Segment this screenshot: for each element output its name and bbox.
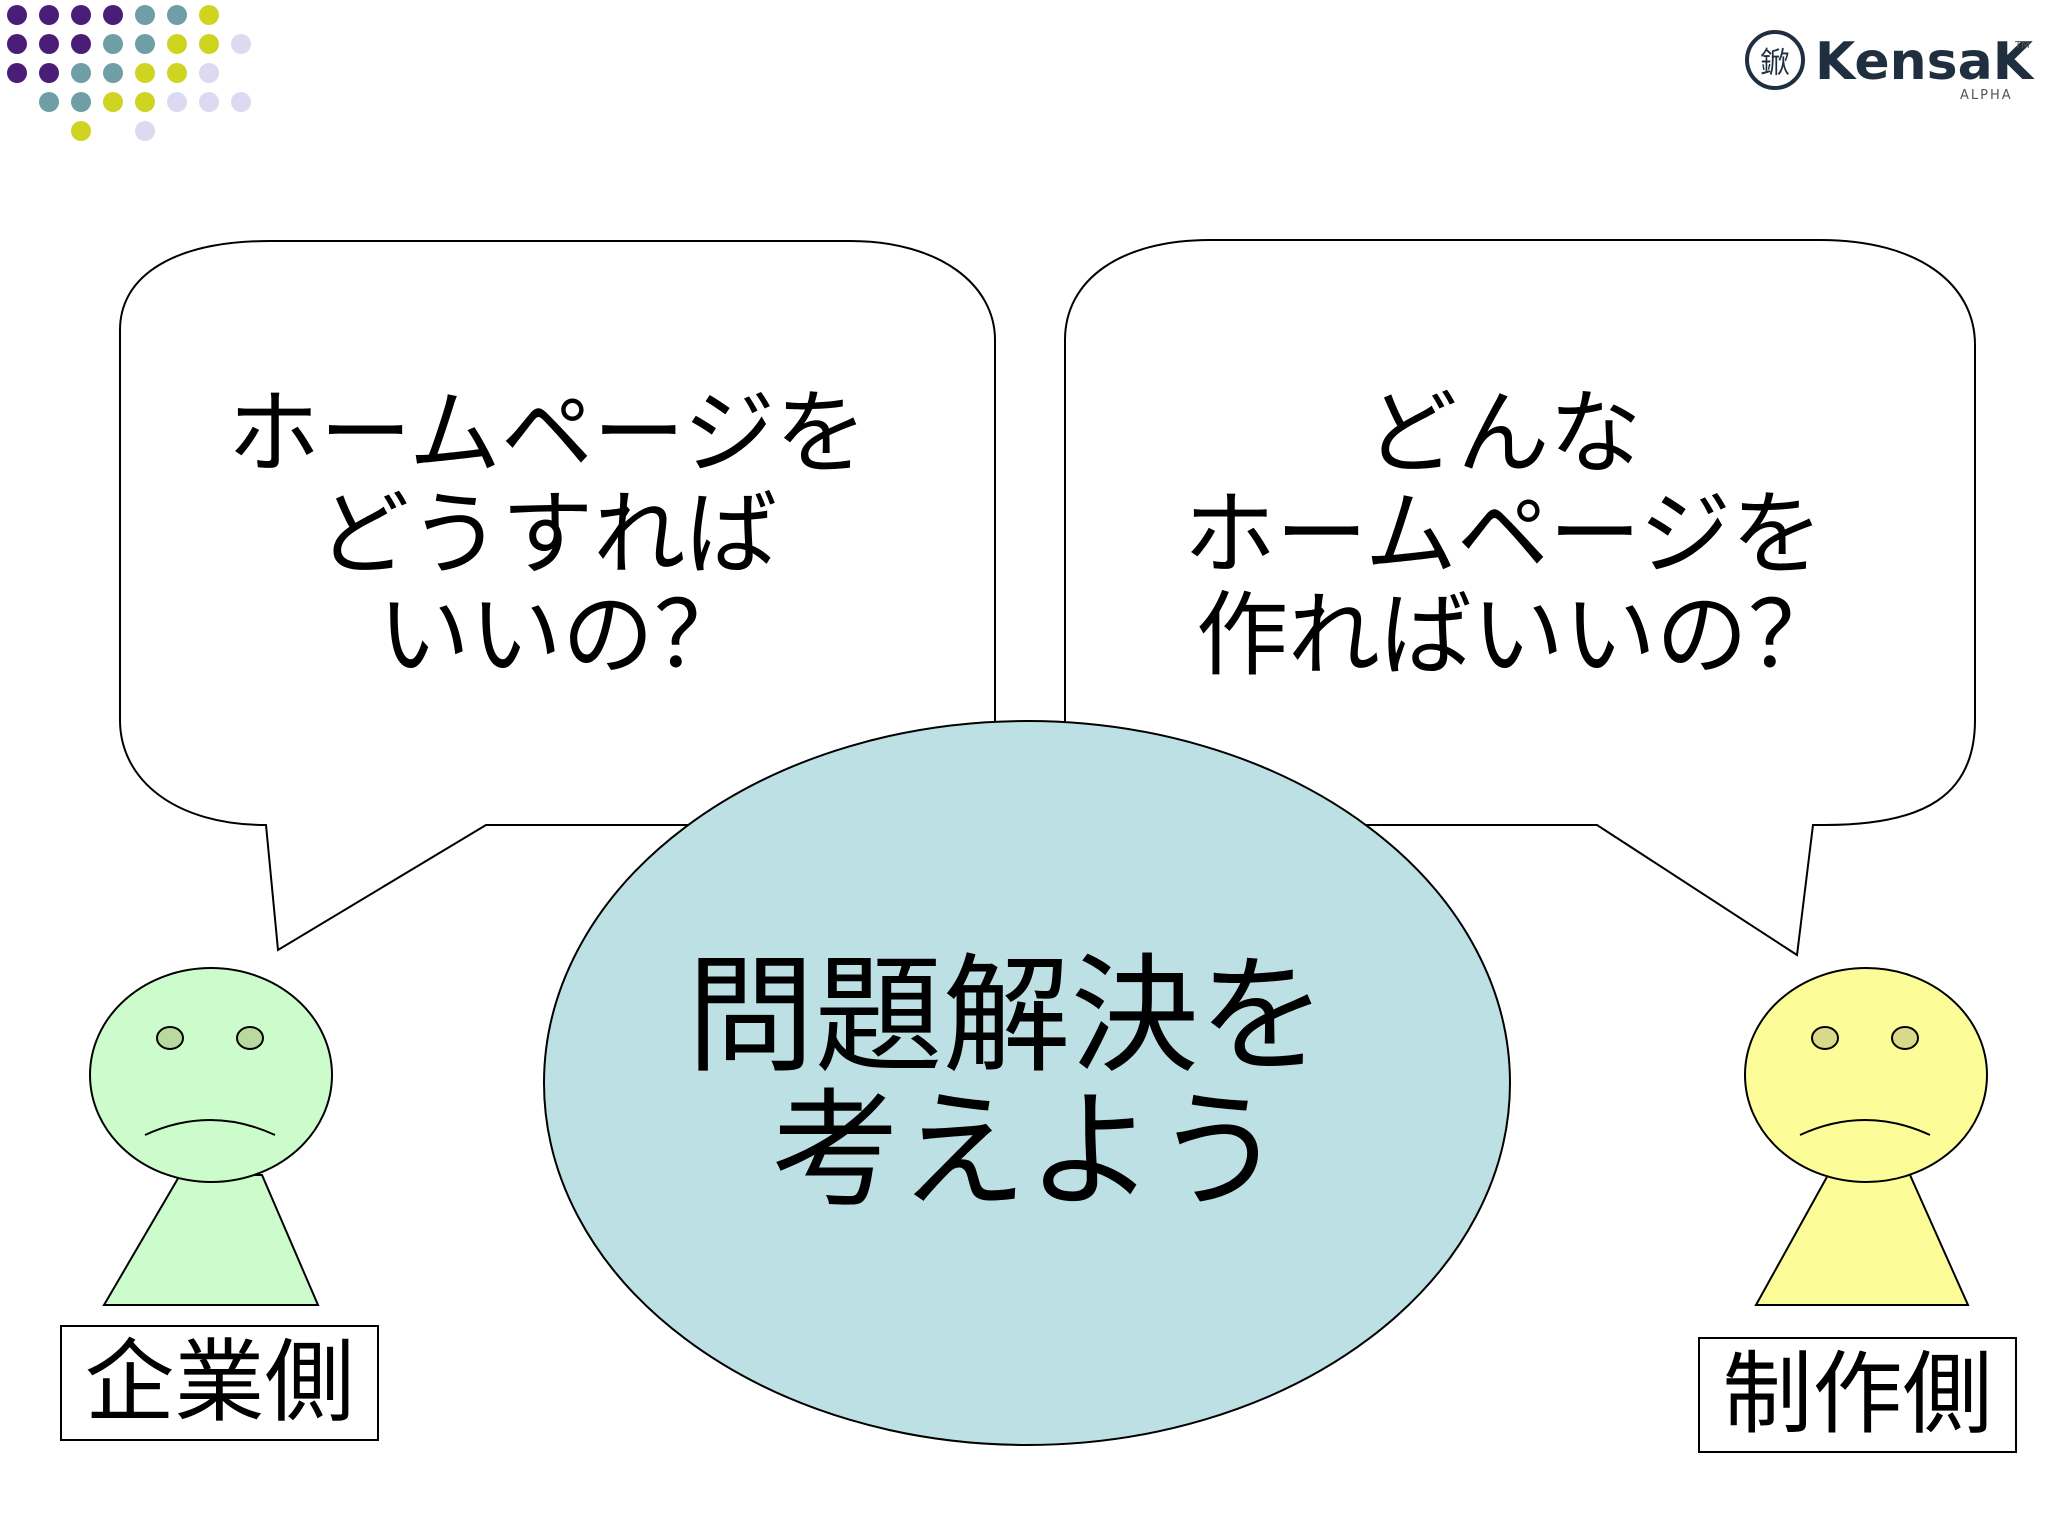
decorative-dot: [71, 121, 91, 141]
right-character-mouth: [1799, 1119, 1931, 1136]
decorative-dot: [199, 5, 219, 25]
decorative-dot: [71, 5, 91, 25]
decorative-dot: [135, 63, 155, 83]
logo-seal-icon: 鍁: [1745, 30, 1805, 90]
center-text: 問題解決を 考えよう: [687, 942, 1368, 1226]
decorative-dot: [103, 5, 123, 25]
left-bubble-line: ホームページを: [228, 380, 867, 487]
decorative-dot: [71, 63, 91, 83]
left-character-eye: [236, 1026, 264, 1050]
decorative-dot: [167, 63, 187, 83]
decorative-dot: [103, 63, 123, 83]
left-character-head: [89, 967, 333, 1183]
decorative-dot: [167, 92, 187, 112]
decorative-dot: [103, 34, 123, 54]
left-bubble-line: いいの？: [378, 582, 746, 689]
decorative-dot: [135, 92, 155, 112]
decorative-dot: [231, 92, 251, 112]
logo-edition: ALPHA: [1960, 88, 2013, 103]
decorative-dot: [167, 5, 187, 25]
center-line: 問題解決を: [687, 942, 1327, 1091]
right-bubble-line: ホームページを: [1184, 481, 1823, 588]
decorative-dot: [39, 34, 59, 54]
decorative-dot: [135, 121, 155, 141]
logo-name: KensaK: [1815, 32, 2034, 92]
right-bubble-line: 作ればいいの？: [1196, 582, 1840, 689]
decorative-dot: [39, 63, 59, 83]
right-speech-bubble: [1064, 239, 1976, 957]
decorative-dot: [103, 92, 123, 112]
decorative-dot: [135, 34, 155, 54]
left-bubble-text: ホームページを どうすれば いいの？: [228, 380, 897, 689]
center-ellipse: [543, 720, 1511, 1446]
decorative-dot: [167, 34, 187, 54]
center-line: 考えよう: [771, 1077, 1283, 1226]
decorative-dot: [39, 5, 59, 25]
decorative-dot: [199, 63, 219, 83]
right-character: [1744, 967, 1988, 1306]
left-bubble-line: どうすれば: [317, 481, 777, 588]
right-bubble-text: どんな ホームページを 作ればいいの？: [1184, 380, 1853, 689]
decorative-dot: [199, 92, 219, 112]
kensak-logo: 鍁 KensaK TM ALPHA: [1745, 26, 2034, 106]
left-character-eye: [156, 1026, 184, 1050]
right-character-eye: [1891, 1026, 1919, 1050]
right-bubble-line: どんな: [1365, 380, 1641, 487]
decorative-dot-grid: [7, 5, 251, 141]
decorative-dot: [7, 63, 27, 83]
decorative-dot: [135, 5, 155, 25]
decorative-dot: [199, 34, 219, 54]
decorative-dot: [71, 92, 91, 112]
decorative-dot: [39, 92, 59, 112]
decorative-dot: [231, 34, 251, 54]
left-character-body: [102, 1174, 320, 1306]
decorative-dot: [7, 34, 27, 54]
decorative-dot: [71, 34, 91, 54]
left-character: [89, 967, 333, 1306]
logo-trademark: TM: [2015, 40, 2030, 51]
left-character-mouth: [144, 1119, 276, 1136]
left-character-label: 企業側: [60, 1325, 379, 1441]
right-character-eye: [1811, 1026, 1839, 1050]
decorative-dot: [7, 5, 27, 25]
right-character-label: 制作側: [1698, 1337, 2017, 1453]
right-character-body: [1754, 1174, 1970, 1306]
right-character-head: [1744, 967, 1988, 1183]
